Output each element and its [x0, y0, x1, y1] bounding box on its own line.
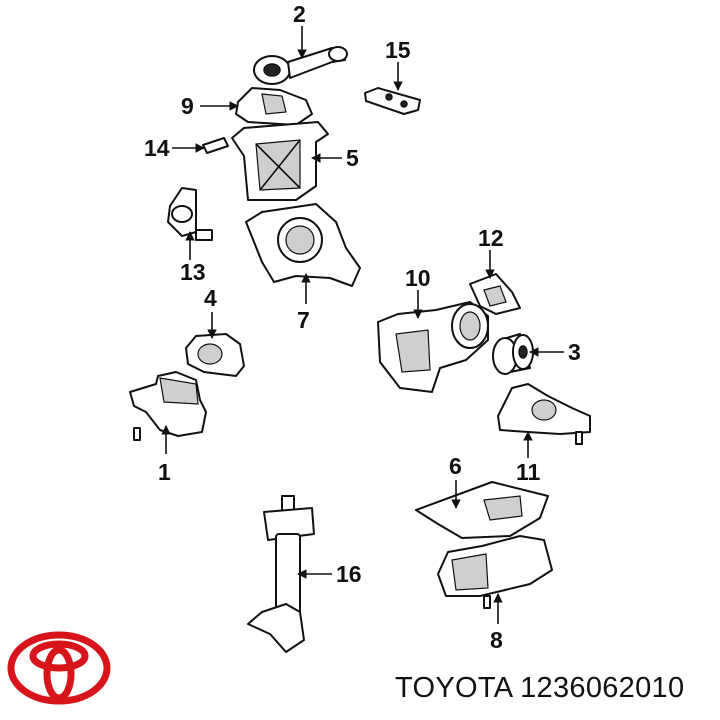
callout-11: 11 — [516, 459, 541, 485]
callout-10: 10 — [405, 265, 431, 291]
part-6-plate — [415, 481, 549, 539]
part-15-plate — [364, 87, 421, 115]
callout-12: 12 — [478, 225, 504, 251]
part-13-mount — [167, 187, 213, 241]
callout-1: 1 — [158, 459, 171, 485]
part-7-bracket — [245, 203, 361, 287]
part-16-shock — [247, 495, 315, 653]
part-8-mount — [437, 535, 553, 609]
callout-6: 6 — [449, 453, 462, 479]
part-12-bracket — [469, 273, 521, 315]
toyota-logo-icon — [7, 631, 111, 705]
callout-labels: 2 15 9 14 5 13 7 12 10 4 3 1 11 6 8 16 — [144, 1, 581, 653]
callout-16: 16 — [336, 561, 362, 587]
callout-7: 7 — [297, 307, 310, 333]
leader-lines — [161, 26, 564, 624]
callout-14: 14 — [144, 135, 170, 161]
callout-2: 2 — [293, 1, 306, 27]
callout-3: 3 — [568, 339, 581, 365]
part-5-bracket — [231, 121, 329, 201]
part-9-bracket — [235, 87, 313, 126]
callout-13: 13 — [180, 259, 206, 285]
part-14-bolt — [202, 137, 229, 154]
part-11-bracket — [497, 383, 591, 445]
part-number-caption: TOYOTA 1236062010 — [395, 672, 685, 704]
part-2-torque-rod — [253, 46, 348, 85]
callout-15: 15 — [385, 37, 411, 63]
callout-8: 8 — [490, 627, 503, 653]
part-4-mount — [185, 333, 245, 377]
part-10-housing — [377, 301, 489, 393]
callout-4: 4 — [204, 285, 217, 311]
part-1-mount — [129, 371, 207, 441]
callout-9: 9 — [181, 93, 194, 119]
callout-5: 5 — [346, 145, 359, 171]
part-3-bushing — [492, 333, 534, 375]
